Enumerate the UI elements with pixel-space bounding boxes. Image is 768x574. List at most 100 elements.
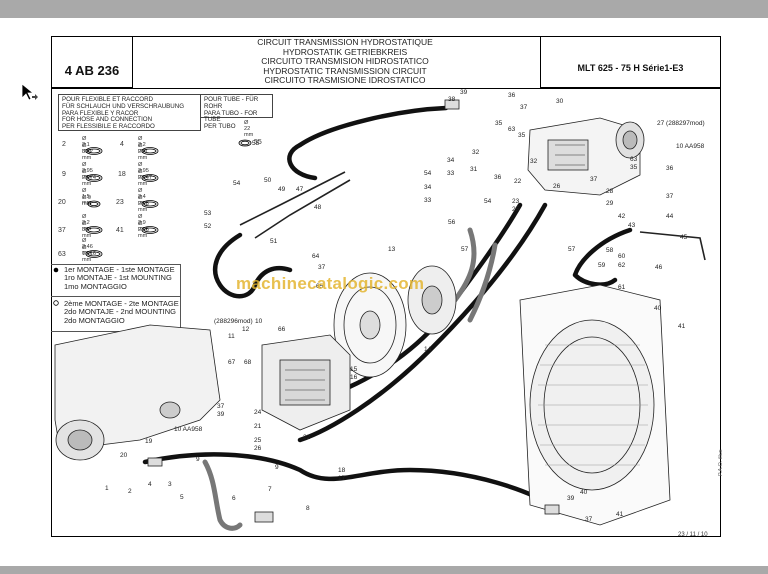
watermark: machinecatalogic.com (236, 274, 425, 293)
hose-legend-line: PARA FLEXIBLE Y RACOR (62, 109, 139, 117)
callout-label: 47 (296, 186, 304, 193)
callout-label: 34 (424, 184, 432, 191)
callout-label: 39 (567, 495, 575, 502)
seal-diameter: Ø 2,46 mm (82, 238, 93, 257)
callout-label: 13 (388, 246, 396, 253)
callout-label: 58 (606, 247, 614, 254)
callout-label: 34 (447, 157, 455, 164)
seal-diameter: Ø 9 mm (82, 195, 92, 208)
mounting-key-rule (51, 264, 181, 265)
seal-diameter: Ø 2,95 mm (82, 162, 93, 181)
hose-top-bend (287, 142, 318, 181)
seal-number: 4 (120, 141, 124, 148)
callout-label: 22 (514, 178, 522, 185)
seal-number: 20 (58, 199, 66, 206)
mounting-first: 1er MONTAGE - 1ste MONTAGE 1ro MONTAJE -… (58, 265, 178, 291)
second-mounting-circle (53, 300, 59, 306)
callout-label: 68 (244, 359, 252, 366)
hose-legend-line: POUR FLEXIBLE ET RACCORD (62, 96, 153, 103)
title-line-es: CIRCUITO TRANSMISION HIDROSTATICO (261, 56, 429, 67)
callout-label: 35 (630, 164, 638, 171)
hose-legend: POUR FLEXIBLE ET RACCORD FÜR SCHLAUCH UN… (58, 94, 201, 131)
mounting-key-rule (51, 296, 181, 297)
hose-right-loop (572, 227, 633, 287)
seal-diameter: Ø 2,95 mm (138, 162, 149, 181)
seal-number: 63 (58, 251, 66, 258)
callout-label: 62 (618, 262, 626, 269)
mounting-key-frame (51, 264, 181, 332)
callout-label: 28 (606, 188, 614, 195)
cursor-move-icon (21, 83, 38, 101)
callout-label: 16 (350, 374, 358, 381)
seal-diameter: Ø 29,74 mm (82, 169, 96, 188)
callout-label: 31 (470, 166, 478, 173)
seal-diameter: Ø 30 mm (82, 221, 92, 240)
callout-label: 27 (288297mod) (657, 120, 705, 127)
mounting-line: 2do MONTAJE - 2nd MOUNTING (64, 307, 176, 317)
hose-left-loop (212, 232, 293, 299)
callout-label: 26 (254, 445, 262, 452)
callout-label: 32 (530, 158, 538, 165)
callout-label: 14 (424, 346, 432, 353)
seal-diameter: Ø 20,3 mm (138, 195, 149, 214)
tube-legend-line: PARA TUBO - FOR TUBE (204, 109, 258, 124)
seal-diameter: Ø 30,2 mm (82, 143, 93, 162)
seal-number: 9 (62, 171, 66, 178)
callout-label: 4 (148, 481, 152, 488)
callout-label: 10 (255, 318, 263, 325)
mounting-symbols (53, 267, 59, 306)
callout-label: 40 (580, 489, 588, 496)
hose-bottom (142, 452, 563, 513)
callout-label: 63 (630, 156, 638, 163)
callout-label: 36 (666, 165, 674, 172)
callout-label: 2 (128, 488, 132, 495)
mounting-line: 1mo MONTAGGIO (64, 281, 127, 291)
tube-legend-line: PER TUBO (204, 123, 236, 131)
tube-upper-left (239, 171, 346, 226)
seal-diameter: Ø 2,9 mm (138, 214, 148, 233)
seal-number: 18 (118, 171, 126, 178)
callout-label: 12 (242, 326, 250, 333)
callout-label: 1 (105, 485, 109, 492)
callout-label: 37 (585, 516, 593, 523)
steel-tubes (239, 171, 706, 261)
callout-label: 11 (228, 333, 235, 340)
seal-ring-icons (85, 139, 252, 258)
seal-number: 55 (254, 139, 262, 146)
callout-label: 65 (316, 283, 324, 290)
model-box: MLT 625 - 75 H Série1-E3 (540, 36, 721, 88)
title-line-de: HYDROSTATIK GETRIEBKREIS (282, 46, 408, 57)
hose-legend-line: PER FLESSIBILE E RACCORDO (62, 123, 155, 131)
callout-label: 25 (512, 206, 520, 213)
drawing-code-box: 4 AB 236 (51, 36, 133, 88)
callout-label: 10 AA958 (676, 143, 705, 150)
callout-label: 22 (303, 434, 311, 441)
callout-label: 63 (508, 126, 516, 133)
tube-upper-left-2 (254, 179, 351, 239)
seal-diameter: Ø 18,16 mm (82, 245, 96, 264)
callout-label: 10 AA958 (174, 426, 203, 433)
seal-number: 37 (58, 227, 66, 234)
drawing-reference: P.A.O. illus (718, 449, 724, 477)
callout-label: 9 (196, 456, 200, 463)
seal-diameter: Ø 22 mm (244, 120, 254, 139)
callout-label: 32 (472, 149, 480, 156)
seal-diameter: Ø 2,4 mm (138, 188, 148, 207)
callout-label: 60 (618, 253, 626, 260)
tube-right (639, 231, 706, 261)
callout-label: 37 (318, 264, 326, 271)
callout-label: 3 (168, 481, 172, 488)
callout-label: 19 (145, 438, 153, 445)
callout-label: 56 (448, 219, 456, 226)
seal-number: 2 (62, 141, 66, 148)
callout-label: 37 (590, 176, 598, 183)
flywheel-coupling (333, 265, 457, 378)
mounting-line: 1er MONTAGE - 1ste MONTAGE (64, 265, 175, 274)
callout-label: 67 (228, 359, 236, 366)
gearbox-housing (54, 324, 221, 461)
callout-label: 37 (666, 193, 674, 200)
seal-number: 41 (116, 227, 124, 234)
callout-label: 54 (424, 170, 432, 177)
seal-diameter: Ø 26 mm (138, 143, 148, 162)
